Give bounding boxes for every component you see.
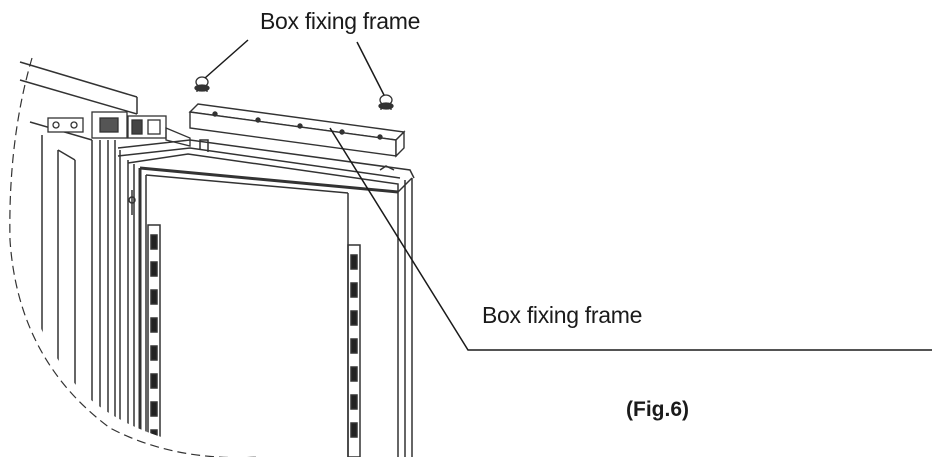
main-cabinet-top <box>117 139 415 192</box>
adjacent-cabinet-top <box>19 61 138 98</box>
screw-right <box>378 94 394 110</box>
callout-label-top: Box fixing frame <box>260 8 421 34</box>
latch <box>128 190 136 215</box>
callout-label-right: Box fixing frame <box>482 302 643 328</box>
adjacent-cabinet-side <box>29 121 116 457</box>
leader-top-right <box>356 41 385 96</box>
box-fixing-frame <box>188 103 406 158</box>
leader-right <box>329 127 932 351</box>
callout-leaders <box>204 39 932 351</box>
detail-boundary <box>9 57 260 457</box>
screw-left <box>194 76 210 92</box>
right-shelf-rail <box>347 244 361 457</box>
cabinet-assembly <box>19 61 415 457</box>
hinge-hardware <box>47 111 191 147</box>
main-cabinet-door <box>119 150 413 457</box>
leader-top-left <box>204 39 249 79</box>
left-shelf-rail <box>147 224 161 457</box>
figure-caption: (Fig.6) <box>626 398 689 421</box>
